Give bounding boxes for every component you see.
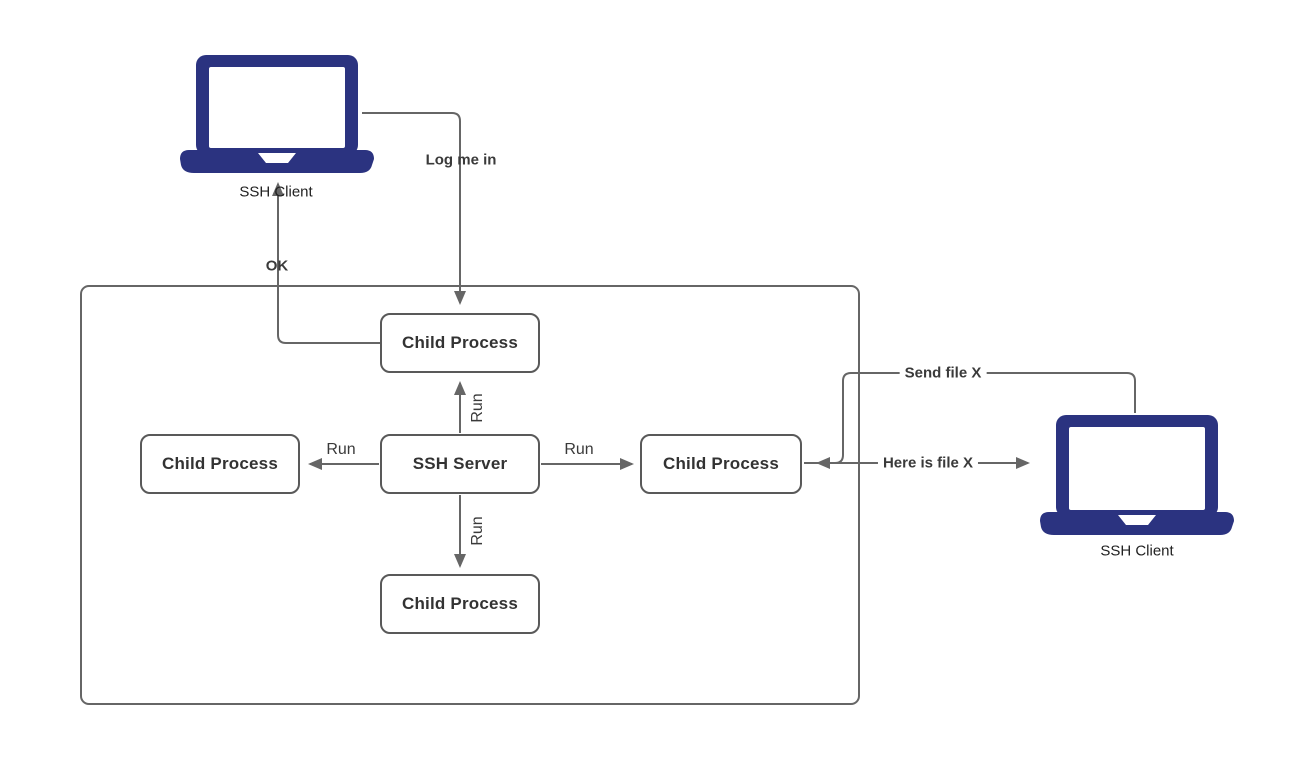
node-child-process-left[interactable]: Child Process [140, 434, 300, 494]
edge-label-send-file: Send file X [899, 364, 987, 382]
client-right-label: SSH Client [1100, 542, 1174, 560]
edge-label-run-down: Run [469, 516, 486, 546]
node-label: Child Process [402, 594, 518, 613]
laptop-notch [258, 153, 296, 163]
node-label: SSH Server [412, 454, 508, 473]
edge-label-log-me-in: Log me in [425, 151, 497, 169]
edge-label-here-is-file: Here is file X [877, 454, 979, 472]
node-ssh-server[interactable]: SSH Server [380, 434, 540, 494]
node-child-process-right[interactable]: Child Process [640, 434, 802, 494]
laptop-notch [1118, 515, 1156, 525]
edge-log-me-in-line [362, 112, 466, 305]
edge-label-run-right: Run [564, 441, 594, 458]
edge-label-run-up: Run [469, 393, 486, 423]
laptop-icon[interactable] [1040, 415, 1234, 535]
edge-label-run-left: Run [326, 441, 356, 458]
node-label: Child Process [402, 333, 518, 352]
server-host-boundary [80, 285, 860, 705]
laptop-icon[interactable] [180, 55, 374, 173]
edge-label-ok: OK [265, 257, 289, 275]
node-child-process-top[interactable]: Child Process [380, 313, 540, 373]
node-label: Child Process [663, 454, 779, 473]
node-label: Child Process [162, 454, 278, 473]
node-child-process-bottom[interactable]: Child Process [380, 574, 540, 634]
client-left-label: SSH Client [239, 183, 313, 201]
